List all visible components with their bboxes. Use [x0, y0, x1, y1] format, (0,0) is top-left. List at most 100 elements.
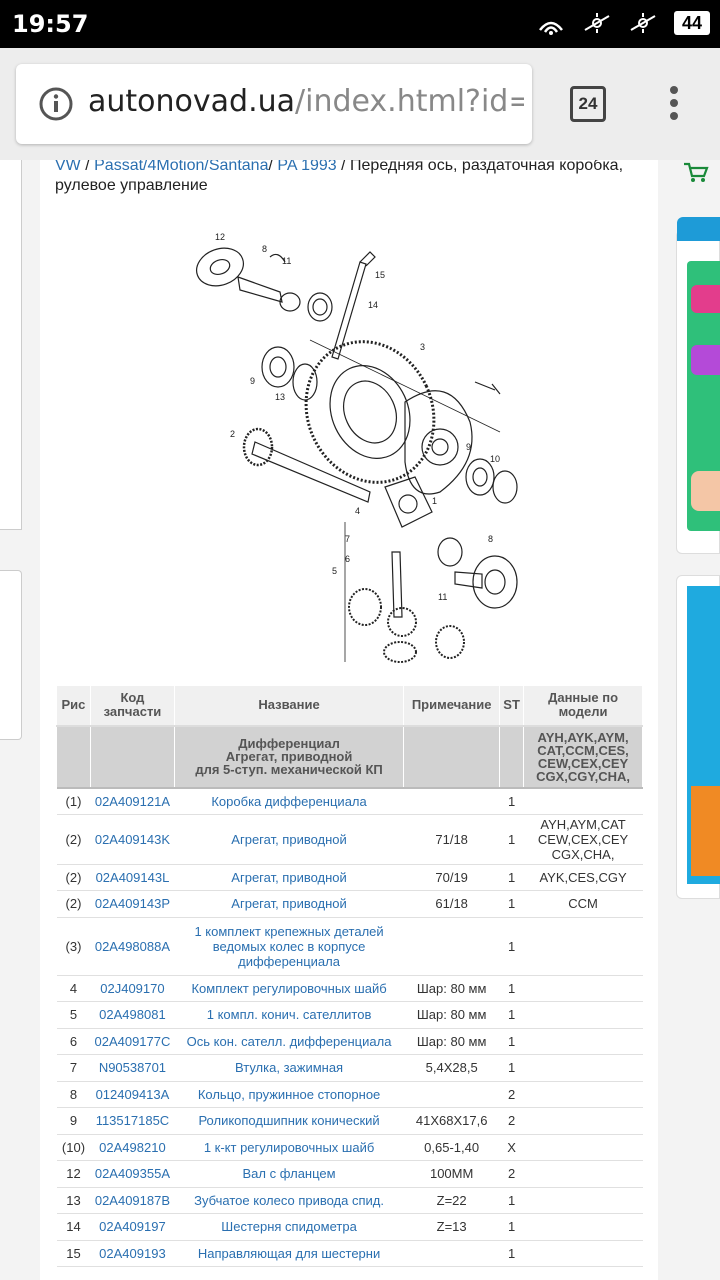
cart-icon[interactable]: [682, 160, 710, 184]
row-fig: 12: [56, 1160, 91, 1188]
status-icons: 44: [536, 10, 710, 36]
row-code-link[interactable]: 02A498210: [90, 1134, 175, 1161]
parts-table: Рис Код запчасти Название Примечание ST …: [56, 685, 643, 1267]
row-st: 2: [499, 1081, 524, 1108]
row-name-link[interactable]: Зубчатое колесо привода спид.: [174, 1187, 404, 1214]
row-name-link[interactable]: Агрегат, приводной: [174, 890, 404, 918]
left-sidebar-panel-2: [0, 570, 22, 740]
svg-text:13: 13: [275, 392, 285, 402]
row-st: 1: [499, 975, 524, 1002]
row-name-link[interactable]: Кольцо, пружинное стопорное: [174, 1081, 404, 1108]
row-name-link[interactable]: Вал с фланцем: [174, 1160, 404, 1188]
row-name-link[interactable]: Шестерня спидометра: [174, 1213, 404, 1241]
address-bar[interactable]: autonovad.ua/index.html?id=c: [16, 64, 532, 144]
info-icon[interactable]: [38, 86, 74, 122]
col-name: Название: [173, 685, 405, 727]
row-note: 5,4X28,5: [403, 1054, 500, 1082]
row-model: [523, 787, 643, 815]
ad-banner-2[interactable]: [676, 575, 720, 899]
breadcrumb-model-link[interactable]: Passat/4Motion/Santana: [94, 160, 269, 174]
breadcrumb-year-link[interactable]: PA 1993: [277, 160, 337, 174]
row-name-link[interactable]: 1 компл. конич. сателлитов: [174, 1001, 404, 1029]
row-code-link[interactable]: 113517185C: [90, 1107, 175, 1135]
row-name-link[interactable]: Комплект регулировочных шайб: [174, 975, 404, 1002]
breadcrumb-make-link[interactable]: VW: [55, 160, 81, 174]
row-st: 1: [499, 1213, 524, 1241]
row-fig: 4: [56, 975, 91, 1002]
row-code-link[interactable]: 02A409193: [90, 1240, 175, 1267]
row-name-link[interactable]: Коробка дифференциала: [174, 787, 404, 815]
row-fig: 13: [56, 1187, 91, 1214]
row-code-link[interactable]: 02A409143L: [90, 864, 175, 891]
row-fig: (10): [56, 1134, 91, 1161]
row-st: 1: [499, 1001, 524, 1029]
col-fig: Рис: [56, 685, 91, 727]
row-note: [403, 917, 500, 976]
ad-badge: [677, 217, 720, 241]
row-name-link[interactable]: 1 комплект крепежных деталей ведомых кол…: [174, 917, 404, 976]
row-st: 1: [499, 890, 524, 918]
row-note: 41X68X17,6: [403, 1107, 500, 1135]
svg-text:8: 8: [262, 244, 267, 254]
row-code-link[interactable]: 02A409143K: [90, 814, 175, 865]
svg-text:2: 2: [230, 429, 235, 439]
row-code-link[interactable]: 02A409177C: [90, 1028, 175, 1055]
row-code-link[interactable]: 02A409355A: [90, 1160, 175, 1188]
status-bar: 19:57 44: [0, 0, 720, 48]
row-code-link[interactable]: N90538701: [90, 1054, 175, 1082]
row-note: Z=13: [403, 1213, 500, 1241]
row-code-link[interactable]: 02A409187B: [90, 1187, 175, 1214]
ad-banner-1[interactable]: [676, 217, 720, 554]
row-code-link[interactable]: 02A409197: [90, 1213, 175, 1241]
tab-switcher-button[interactable]: 24: [570, 86, 606, 122]
svg-text:11: 11: [282, 256, 291, 266]
url-text[interactable]: autonovad.ua/index.html?id=c: [88, 84, 524, 119]
svg-text:1: 1: [432, 496, 437, 506]
row-name-link[interactable]: Ось кон. сателл. дифференциала: [174, 1028, 404, 1055]
row-fig: 7: [56, 1054, 91, 1082]
row-fig: 15: [56, 1240, 91, 1267]
row-name-link[interactable]: Агрегат, приводной: [174, 864, 404, 891]
row-note: 100MM: [403, 1160, 500, 1188]
overflow-menu-icon[interactable]: [662, 84, 686, 124]
group-model: AYH,AYK,AYM, CAT,CCM,CES, CEW,CEX,CEY CG…: [523, 725, 643, 789]
svg-text:10: 10: [490, 454, 500, 464]
row-name-link[interactable]: Направляющая для шестерни: [174, 1240, 404, 1267]
wifi-call-icon: [539, 21, 563, 35]
row-name-link[interactable]: 1 к-кт регулировочных шайб: [174, 1134, 404, 1161]
row-name-link[interactable]: Роликоподшипник конический: [174, 1107, 404, 1135]
row-st: 1: [499, 917, 524, 976]
row-code-link[interactable]: 02A409143P: [90, 890, 175, 918]
row-code-link[interactable]: 02A498081: [90, 1001, 175, 1029]
row-st: 1: [499, 1187, 524, 1214]
row-name-link[interactable]: Агрегат, приводной: [174, 814, 404, 865]
row-name-link[interactable]: Втулка, зажимная: [174, 1054, 404, 1082]
row-code-link[interactable]: 02A409121A: [90, 787, 175, 815]
row-note: 70/19: [403, 864, 500, 891]
row-model: [523, 1213, 643, 1241]
row-code-link[interactable]: 02J409170: [90, 975, 175, 1002]
col-st: ST: [499, 685, 525, 727]
row-code-link[interactable]: 012409413A: [90, 1081, 175, 1108]
row-model: [523, 917, 643, 976]
row-code-link[interactable]: 02A498088A: [90, 917, 175, 976]
svg-text:7: 7: [345, 534, 350, 544]
